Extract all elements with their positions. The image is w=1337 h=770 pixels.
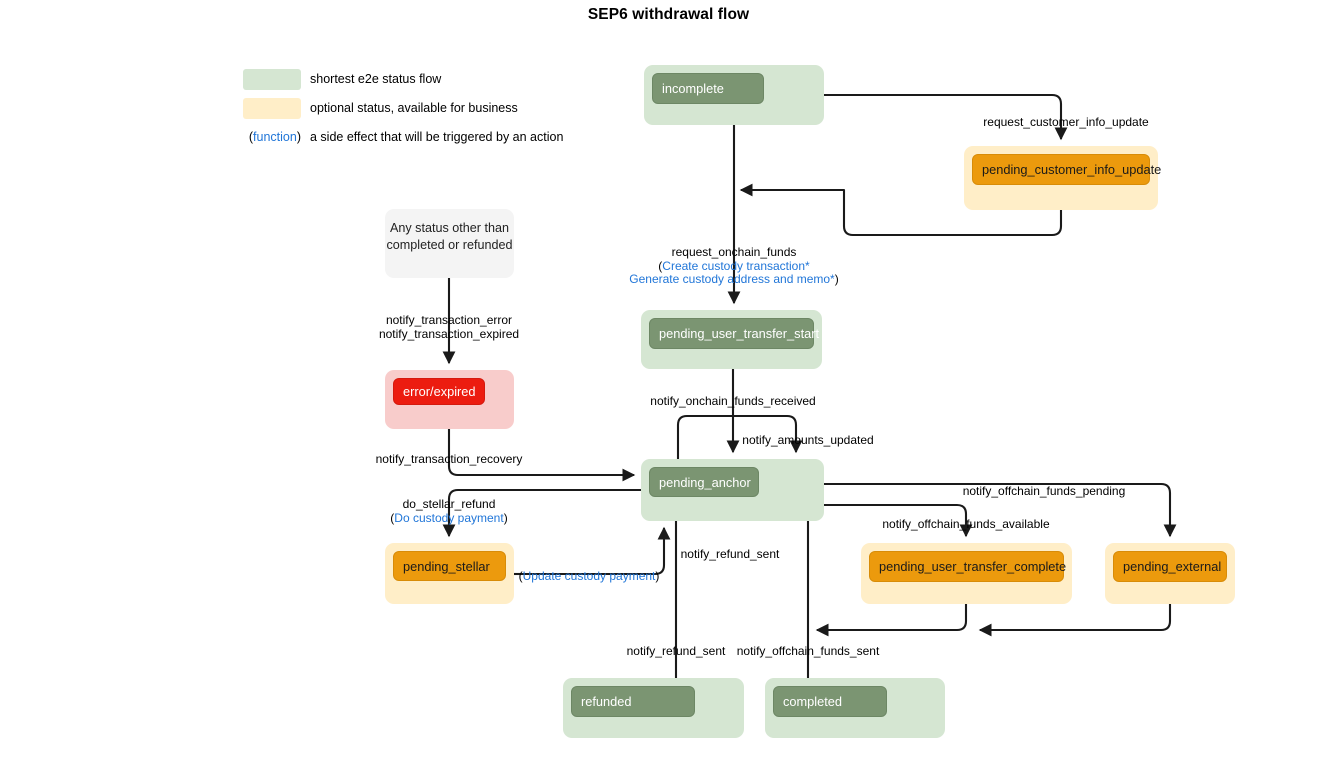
edge-label-notify_onchain_funds_received: notify_onchain_funds_received [650,394,816,408]
edge-label-create_custody_transaction: (Create custody transaction* [658,259,810,273]
node-chip-pending_user_transfer_start: pending_user_transfer_start [649,318,819,349]
page-title: SEP6 withdrawal flow [587,6,750,23]
node-chip-pending_stellar: pending_stellar [393,551,506,581]
edge-do-stellar-refund [442,488,641,538]
legend-row-optional-status: optional status, available for business [243,95,563,121]
edge-label-notify_offchain_funds_sent: notify_offchain_funds_sent [736,644,880,658]
edge-notify-offchain-funds-pending [824,482,1177,538]
edge-label-do_custody_payment: (Do custody payment) [390,511,508,525]
node-pending_external[interactable]: pending_external [1105,543,1235,604]
edge-user-transfer-complete-to-completed [815,604,968,637]
node-pending_user_transfer_start[interactable]: pending_user_transfer_start [641,310,822,369]
legend-row-shortest-flow: shortest e2e status flow [243,66,563,92]
paren-close: ) [296,130,301,144]
legend-row-function: (function) a side effect that will be tr… [243,124,564,150]
legend-label-optional-status: optional status, available for business [310,101,518,115]
edge-label-notify_offchain_funds_available: notify_offchain_funds_available [882,517,1050,531]
paren-open: ( [248,130,254,144]
legend-function-word: function [253,130,297,144]
legend-function-sample: (function) [243,130,301,144]
legend-swatch-green [243,68,301,90]
edge-notify-transaction-recovery [447,429,636,482]
edge-request-customer-info-update [824,93,1068,141]
node-chip-pending_anchor: pending_anchor [649,467,759,497]
node-incomplete[interactable]: incomplete [644,65,824,125]
legend-label-shortest-flow: shortest e2e status flow [310,72,442,86]
node-pending_stellar[interactable]: pending_stellar [385,543,514,604]
edge-label-notify_transaction_recovery: notify_transaction_recovery [375,452,523,466]
legend-swatch-orange [243,97,301,119]
edge-label-do_stellar_refund: do_stellar_refund [402,497,496,511]
node-chip-incomplete: incomplete [652,73,764,104]
edge-external-to-completed [978,604,1172,637]
edge-label-generate_custody_address: Generate custody address and memo*) [629,272,839,286]
node-chip-pending_external: pending_external [1113,551,1227,582]
node-chip-completed: completed [773,686,887,717]
node-refunded[interactable]: refunded [563,678,744,738]
edge-notify-amounts-updated [676,414,803,459]
node-pending_user_transfer_complete[interactable]: pending_user_transfer_complete [861,543,1072,604]
edge-customer-info-update-return [739,183,1063,237]
node-chip-pending_customer_info_update: pending_customer_info_update [972,154,1161,185]
edge-label-update_custody_payment: (Update custody payment) [518,569,660,583]
edge-label-notify_amounts_updated: notify_amounts_updated [742,433,874,447]
node-chip-error_expired: error/expired [393,378,485,405]
edge-label-notify_refund_sent_bottom: notify_refund_sent [626,644,726,658]
edge-label-request_customer_info_update: request_customer_info_update [983,115,1149,129]
node-chip-refunded: refunded [571,686,695,717]
edge-label-notify_transaction_expired: notify_transaction_expired [378,327,520,341]
edge-label-notify_refund_sent_loop: notify_refund_sent [680,547,780,561]
edge-label-notify_offchain_funds_pending: notify_offchain_funds_pending [962,484,1126,498]
edge-label-notify_transaction_error: notify_transaction_error [385,313,513,327]
edge-notify-refund-sent-loop [514,526,671,576]
edge-label-request_onchain_funds: request_onchain_funds [671,245,797,259]
node-error_expired[interactable]: error/expired [385,370,514,429]
node-chip-pending_user_transfer_complete: pending_user_transfer_complete [869,551,1066,582]
node-completed[interactable]: completed [765,678,945,738]
legend: shortest e2e status flow optional status… [243,66,563,153]
legend-label-function: a side effect that will be triggered by … [310,130,564,144]
edge-notify-offchain-funds-available [824,503,973,538]
node-pending_anchor[interactable]: pending_anchor [641,459,824,521]
node-pending_customer_info_update[interactable]: pending_customer_info_update [964,146,1161,210]
